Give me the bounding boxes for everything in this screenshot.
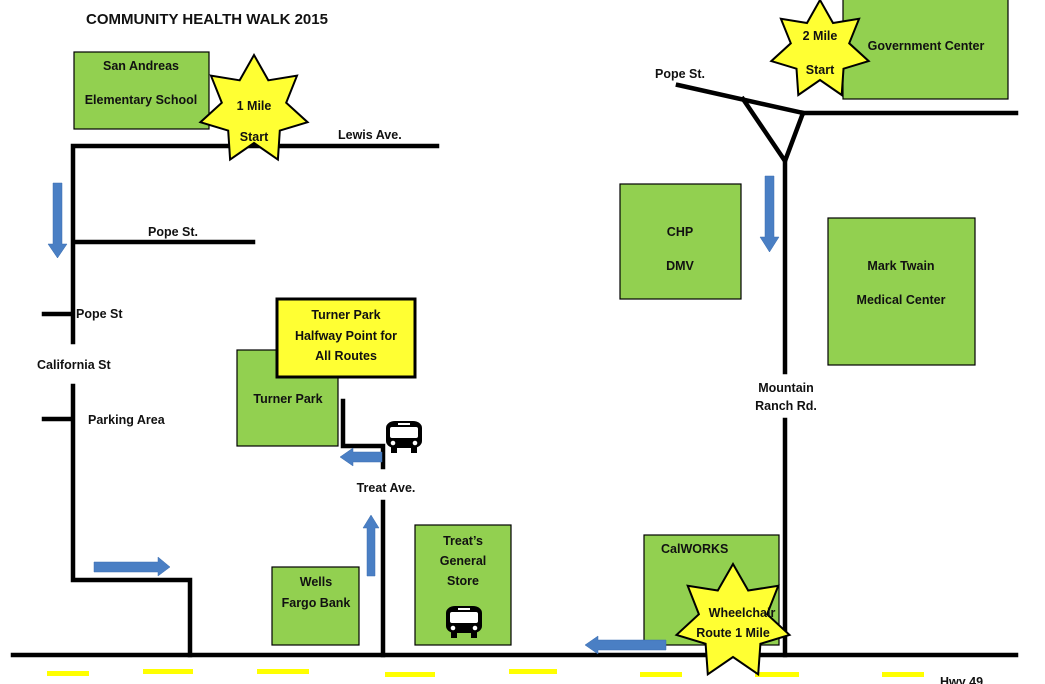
government-center-name: Government Center	[868, 39, 985, 53]
arrow-left-icon	[584, 635, 667, 655]
chp-label: CHP	[667, 225, 693, 239]
halfway-line3: All Routes	[315, 349, 377, 363]
building-wells-fargo: Wells Fargo Bank	[271, 566, 360, 646]
arrow-right-icon	[93, 556, 171, 577]
medical-center-line1: Mark Twain	[867, 259, 934, 273]
halfway-point-note: Turner Park Halfway Point for All Routes	[275, 297, 417, 379]
street-label-hwy-49: Hwy 49	[940, 675, 983, 684]
wheelchair-line1: Wheelchair	[709, 606, 776, 620]
building-turner-park: Turner Park	[236, 349, 339, 447]
wheelchair-line2: Route 1 Mile	[696, 626, 770, 640]
star-two-mile-start: 2 Mile Start	[769, 0, 871, 97]
star-icon	[198, 52, 310, 162]
road-turner-connector	[340, 398, 386, 470]
building-school: San Andreas Elementary School	[73, 51, 210, 130]
star-one-mile-start: 1 Mile Start	[198, 52, 310, 162]
star-icon	[769, 0, 871, 97]
bus-icon	[386, 421, 422, 453]
street-label-pope-st-right: Pope St.	[655, 67, 705, 81]
treats-line1: Treat’s	[443, 534, 483, 548]
one-mile-line2: Start	[240, 130, 269, 144]
two-mile-line2: Start	[806, 63, 835, 77]
turner-park-label: Turner Park	[253, 392, 322, 406]
treats-line2: General	[440, 554, 487, 568]
arrow-down-icon	[47, 182, 68, 259]
street-label-parking-area: Parking Area	[88, 413, 166, 427]
street-label-pope-st-upper: Pope St.	[148, 225, 198, 239]
dmv-label: DMV	[666, 259, 694, 273]
arrow-up-icon	[362, 514, 380, 577]
wells-fargo-line2: Fargo Bank	[282, 596, 351, 610]
street-label-california-st: California St	[37, 358, 111, 372]
school-name-line1: San Andreas	[103, 59, 179, 73]
one-mile-line1: 1 Mile	[237, 99, 272, 113]
star-icon	[674, 561, 792, 677]
star-wheelchair-route: Wheelchair Route 1 Mile	[674, 561, 792, 677]
arrow-down-icon	[759, 175, 780, 253]
building-government-center: Government Center	[842, 0, 1009, 100]
halfway-line1: Turner Park	[311, 308, 380, 322]
halfway-line2: Halfway Point for	[295, 329, 397, 343]
street-label-lewis-ave: Lewis Ave.	[338, 128, 402, 142]
lane-dashes	[47, 669, 924, 677]
direction-arrows	[47, 175, 780, 655]
treats-line3: Store	[447, 574, 479, 588]
two-mile-line1: 2 Mile	[803, 29, 838, 43]
roads	[10, 82, 1019, 658]
road-california-south	[70, 383, 193, 658]
school-name-line2: Elementary School	[85, 93, 198, 107]
arrow-left-icon	[339, 447, 383, 467]
building-chp-dmv: CHP DMV	[619, 183, 742, 300]
street-label-mountain-ranch-line1: Mountain	[758, 381, 814, 395]
road-lewis-california-north	[70, 143, 440, 345]
wells-fargo-line1: Wells	[300, 575, 332, 589]
street-label-mountain-ranch-line2: Ranch Rd.	[755, 399, 817, 413]
calworks-label: CalWORKS	[661, 542, 728, 556]
street-label-pope-st-left: Pope St	[76, 307, 123, 321]
medical-center-line2: Medical Center	[857, 293, 946, 307]
map-title: COMMUNITY HEALTH WALK 2015	[86, 11, 328, 28]
building-medical-center: Mark Twain Medical Center	[827, 217, 976, 366]
street-label-treat-ave: Treat Ave.	[357, 481, 416, 495]
